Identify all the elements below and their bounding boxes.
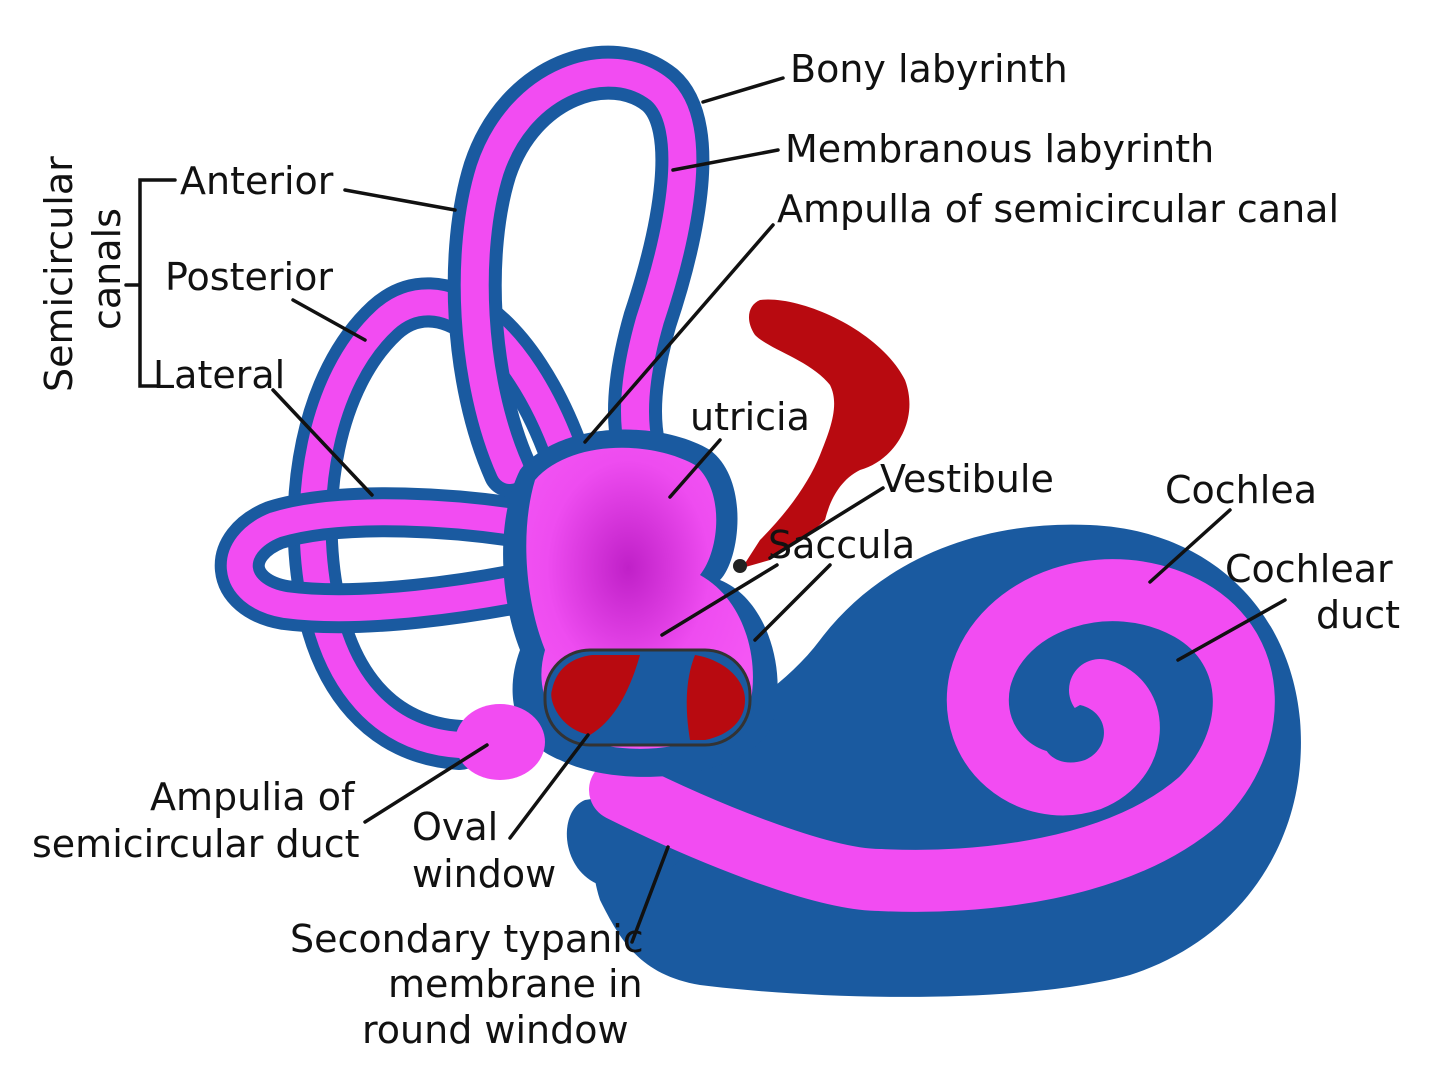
endolymphatic-sac: [742, 299, 910, 568]
leader-ampulla-canal: [583, 223, 775, 444]
semicircular-canals-bracket: [124, 178, 177, 388]
leader-ampulia: [363, 743, 489, 824]
leader-secondary-typanic: [630, 845, 670, 944]
endolymphatic-duct: [733, 299, 910, 573]
label-membranous-labyrinth: Membranous labyrinth: [785, 127, 1214, 171]
leader-oval-window: [508, 733, 590, 840]
label-cochlear: Cochlear: [1225, 547, 1393, 591]
cochlear-duct-spiral: [589, 559, 1275, 912]
oval-window-red-right: [686, 655, 745, 740]
oval-window: [543, 648, 752, 747]
leader-membranous-labyrinth: [671, 148, 780, 172]
leader-lines: [271, 76, 1287, 944]
leader-cochlear-duct: [1176, 598, 1287, 662]
leader-lateral: [271, 388, 374, 497]
duct-junction-dot: [733, 559, 747, 573]
lateral-canal-membrane: [226, 499, 573, 622]
leader-bony-labyrinth: [701, 76, 785, 104]
label-ampulla-of-semicircular-canal: Ampulla of semicircular canal: [777, 187, 1339, 231]
ampulla-of-semicircular-duct: [455, 704, 545, 780]
label-bony-labyrinth: Bony labyrinth: [790, 47, 1068, 91]
label-duct: duct: [1316, 593, 1400, 637]
label-canals: canals: [85, 208, 129, 330]
lateral-semicircular-canal: [214, 487, 585, 634]
label-round-window: round window: [362, 1008, 629, 1052]
label-lateral: Lateral: [153, 353, 285, 397]
label-oval: Oval: [412, 805, 498, 849]
label-posterior: Posterior: [165, 255, 333, 299]
label-semicircular: Semicircular: [37, 156, 81, 392]
label-secondary-typanic: Secondary typanic: [290, 917, 644, 961]
leader-cochlea: [1148, 508, 1232, 584]
label-utricia: utricia: [690, 395, 810, 439]
label-ampulia-of: Ampulia of: [150, 775, 356, 819]
label-cochlea: Cochlea: [1165, 468, 1317, 512]
label-vestibule: Vestibule: [880, 457, 1054, 501]
label-membrane-in: membrane in: [388, 962, 643, 1006]
leader-saccula-b: [753, 563, 832, 642]
leader-utricia: [668, 438, 722, 499]
leader-posterior: [291, 298, 367, 342]
label-semicircular-duct: semicircular duct: [32, 822, 360, 866]
leader-saccula-a: [660, 563, 779, 637]
labels: Bony labyrinth Membranous labyrinth Ampu…: [32, 47, 1400, 1052]
label-window: window: [412, 852, 556, 896]
leader-vestibule: [768, 486, 885, 560]
label-anterior: Anterior: [180, 159, 334, 203]
anterior-semicircular-canal: [447, 45, 710, 507]
label-saccula: Saccula: [768, 523, 915, 567]
cochlea-center-core: [1042, 705, 1104, 763]
leader-anterior: [343, 188, 457, 212]
cochlea: [566, 524, 1301, 997]
anterior-canal-membrane: [460, 58, 697, 494]
oval-window-red-left: [551, 655, 640, 735]
